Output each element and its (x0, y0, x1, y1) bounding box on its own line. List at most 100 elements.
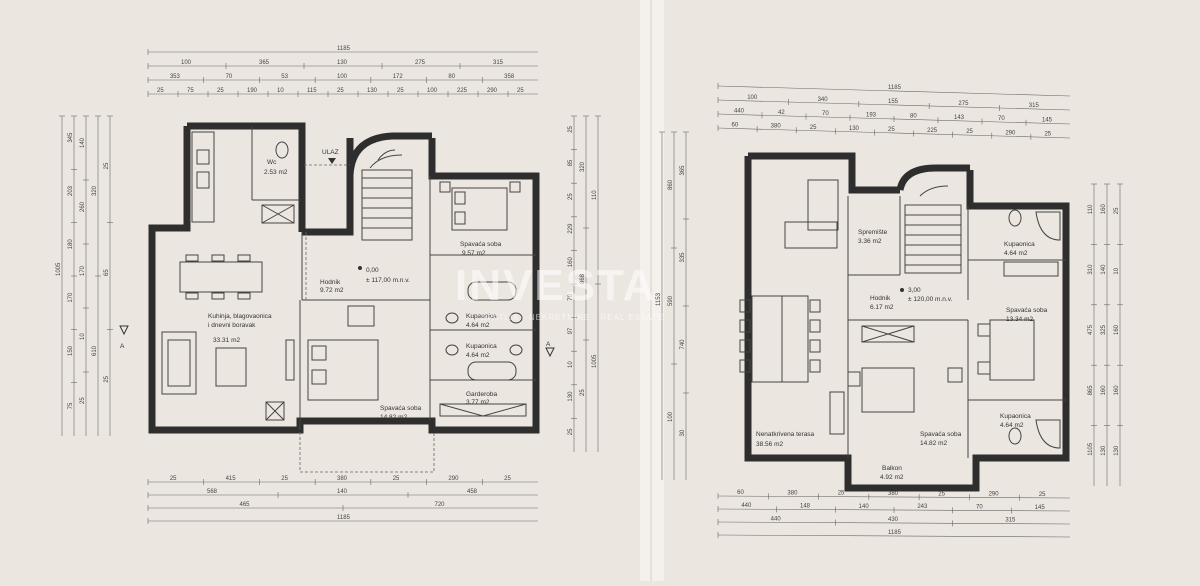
ground-right-dimension-label: 1005 (592, 354, 598, 368)
upper-top-dimension-label: 440 (734, 109, 745, 115)
ground-top-dimension-label: 80 (448, 74, 455, 80)
ground-right-dimension-label: 160 (568, 257, 574, 268)
upper-left-dimension-label: 860 (668, 179, 674, 190)
upper-right-dimension-label: 325 (1101, 324, 1107, 335)
ground-hall-label: Hodnik (320, 279, 341, 286)
upper-terrace-furniture (739, 179, 845, 435)
upper-bedroom2-bed (847, 325, 963, 413)
ground-left-dimension-label: 1005 (56, 262, 62, 276)
upper-bottom-dimension-line (717, 534, 1071, 538)
upper-storage-label: Spremište (858, 229, 888, 236)
ground-top-dimension-label: 358 (504, 74, 515, 80)
ground-top-dimension-label: 100 (427, 88, 438, 94)
upper-top-dimension-label: 25 (966, 129, 973, 135)
upper-top-dimension-label: 143 (954, 115, 965, 121)
upper-top-dimension-label: 60 (732, 123, 739, 129)
upper-storage-area: 3.36 m2 (858, 238, 882, 245)
upper-bath1-area: 4.64 m2 (1004, 250, 1028, 257)
upper-bedroom1-bed (977, 319, 1035, 381)
ground-bottom-dimension-label: 140 (337, 489, 348, 495)
ground-right-dimension-label: 320 (580, 161, 586, 172)
ground-top-dimension-label: 53 (281, 74, 288, 80)
ground-left-dimension-label: 170 (68, 292, 74, 303)
ground-left-dimension-label: 65 (104, 269, 110, 276)
ground-top-dimension-label: 10 (277, 88, 284, 94)
ground-bottom-dimension-label: 290 (448, 476, 459, 482)
entrance-arrow-icon (328, 158, 336, 164)
upper-top-dimension-label: 155 (888, 99, 899, 105)
ground-bottom-dimension-label: 380 (337, 476, 348, 482)
ground-bedroom2-bed (265, 305, 379, 421)
ground-top-dimension-label: 100 (337, 74, 348, 80)
ground-section-marker-right: A (545, 341, 555, 358)
ground-top-dimension-label: 25 (517, 88, 524, 94)
upper-hall-label: Hodnik (870, 295, 891, 302)
upper-right-dimension-label: 475 (1088, 324, 1094, 335)
ground-left-dimension-label: 345 (68, 132, 74, 143)
ground-wc-label: Wc (267, 159, 277, 166)
upper-right-dimension-label: 1105 (1088, 442, 1094, 456)
upper-elevation-label: ± 120,00 m.n.v. (908, 296, 952, 303)
ground-bathroom-fixtures (439, 281, 527, 417)
ground-right-dimension-label: 110 (592, 190, 598, 200)
upper-interior-walls (847, 196, 1066, 458)
upper-staircase (904, 185, 962, 274)
upper-top-dimension-label: 290 (1005, 130, 1016, 136)
ground-bottom-dimension-label: 568 (207, 489, 218, 495)
ground-left-dimension-label: 180 (68, 239, 74, 250)
ground-bedroom1-label: Spavaća soba (460, 241, 502, 248)
ground-staircase (361, 149, 413, 241)
upper-right-dimension-label: 130 (1101, 445, 1107, 456)
upper-top-dimension-label: 275 (958, 101, 969, 107)
ground-top-dimension-label: 190 (247, 88, 258, 94)
upper-right-dimension-label: 865 (1088, 385, 1094, 396)
upper-bath1-label: Kupaonica (1004, 241, 1035, 248)
upper-bath2-area: 4.64 m2 (1000, 422, 1024, 429)
upper-top-dimension-label: 70 (998, 116, 1005, 122)
upper-balcony-area: 4.92 m2 (880, 474, 904, 481)
level-marker-icon (358, 266, 362, 270)
upper-left-dimension-label: 740 (680, 339, 686, 350)
ground-top-dimension-label: 70 (226, 74, 233, 80)
upper-bottom-dimension-label: 243 (917, 504, 928, 510)
upper-top-dimension-label: 80 (910, 114, 917, 120)
ground-left-dimension-label: 170 (80, 265, 86, 276)
ground-bedroom2-area: 14.82 m2 (380, 414, 407, 421)
upper-right-dimension-label: 130 (1114, 445, 1120, 456)
ground-bottom-dimension-label: 1185 (337, 515, 351, 521)
ground-bath1-label: Kupaonica (466, 313, 497, 320)
ground-bath2-area: 4.64 m2 (466, 352, 490, 359)
upper-left-dimension-label: 335 (680, 252, 686, 263)
ground-dining-table (179, 254, 263, 300)
ground-top-dimension-label: 353 (170, 74, 181, 80)
ground-top-dimension-label: 115 (307, 88, 317, 94)
upper-top-dimension-label: 130 (849, 126, 860, 132)
watermark: INVESTA OPATIJA · NEKRETNINE · REAL ESTA… (455, 261, 663, 322)
ground-right-dimension-label: 85 (568, 159, 574, 166)
upper-right-dimension-label: 310 (1088, 264, 1094, 275)
upper-bedroom2-label: Spavaća soba (920, 431, 962, 438)
ground-top-dimension-label: 130 (367, 88, 378, 94)
ground-top-dimension-label: 290 (487, 88, 498, 94)
upper-top-dimension-label: 25 (810, 125, 817, 131)
ground-kitchen-area: 33.31 m2 (213, 337, 240, 344)
ground-bedroom2-label: Spavaća soba (380, 405, 422, 412)
upper-left-dimension-label: 365 (680, 165, 686, 176)
ground-left-dimension-label: 25 (104, 162, 110, 169)
ground-right-dimension-label: 97 (568, 327, 574, 334)
upper-bottom-dimension-label: 60 (737, 490, 744, 496)
upper-left-dimension-label: 1153 (656, 292, 662, 306)
upper-right-dimension-label: 25 (1114, 207, 1120, 214)
ground-right-dimension-label: 25 (568, 428, 574, 435)
ground-section-marker-left: A (119, 325, 129, 350)
upper-left-dimension-label: 30 (680, 429, 686, 436)
ground-right-dimension-label: 229 (568, 223, 574, 234)
ground-storage-cross (261, 204, 295, 224)
upper-floor-plan (739, 152, 1070, 492)
ground-left-dimension-label: 150 (68, 345, 74, 356)
ground-bath1-area: 4.64 m2 (466, 322, 490, 329)
upper-top-dimension-label: 25 (1044, 131, 1051, 137)
ground-bottom-dimension-label: 465 (240, 502, 251, 508)
